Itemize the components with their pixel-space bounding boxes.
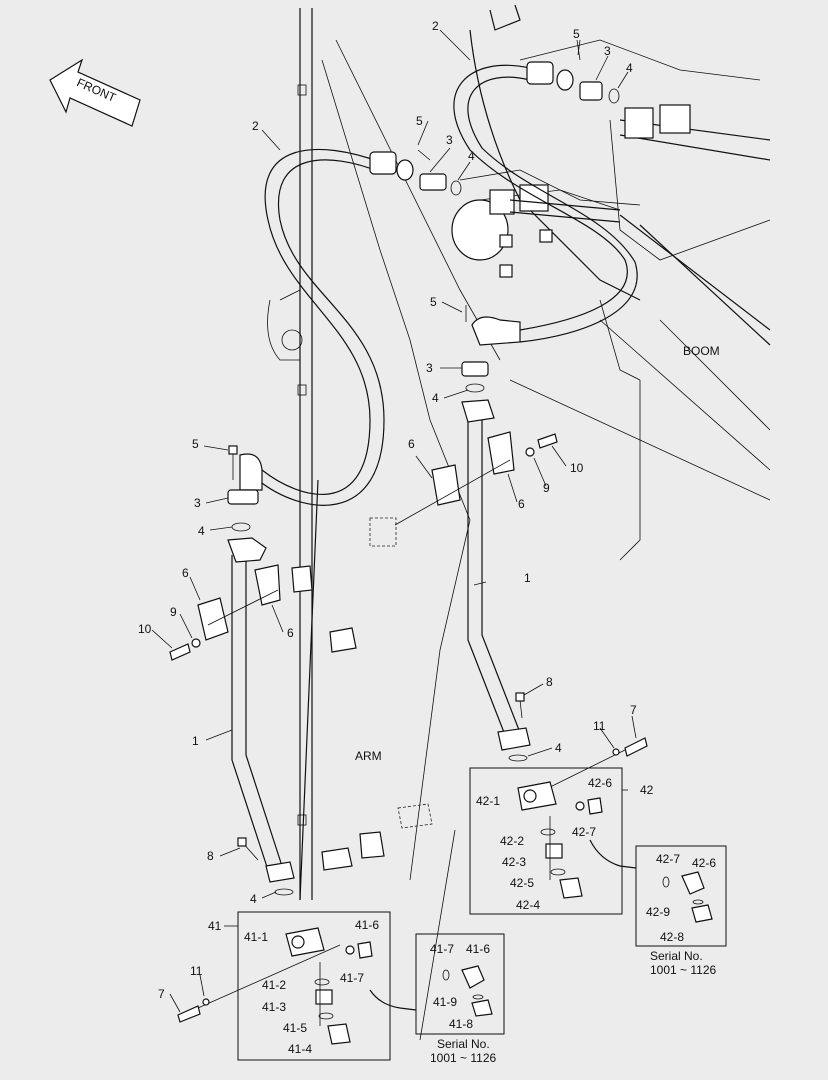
callout-11-right: 11 [593,719,606,733]
upper-hose [453,61,638,346]
callout-5-a: 5 [416,114,423,128]
label-42-5: 42-5 [510,876,534,890]
callout-9-right: 9 [543,481,550,495]
callout-9-left: 9 [170,605,177,619]
callout-8-left: 8 [207,849,214,863]
serial-range-42: 1001 ~ 1126 [650,963,717,977]
label-41-3: 41-3 [262,1000,286,1014]
callout-7-right: 7 [630,703,637,717]
callout-5-d: 5 [192,437,199,451]
label-41-4: 41-4 [288,1042,312,1056]
callout-4-b: 4 [626,61,633,75]
callout-4-a: 4 [468,149,475,163]
callout-6-a: 6 [408,437,415,451]
serial-title-41: Serial No. [437,1037,490,1051]
arm-structure [267,8,501,1041]
label-42-4: 42-4 [516,898,540,912]
arm-label: ARM [355,749,382,763]
left-pipe [227,537,295,883]
serial-title-42: Serial No. [650,949,703,963]
assembly-42-inset [635,845,727,947]
callout-4-c: 4 [432,391,439,405]
callout-10-right: 10 [570,461,584,475]
leader-lines [151,29,637,1013]
small-parts [169,39,648,1023]
label-41-5: 41-5 [283,1021,307,1035]
callout-11-left: 11 [190,964,203,978]
label-42-3: 42-3 [502,855,526,869]
label-41: 41 [208,919,222,933]
callout-4-e: 4 [250,892,257,906]
inset-42-6: 42-6 [692,856,716,870]
callout-3-a: 3 [446,133,453,147]
callouts: 1 1 2 2 3 3 3 3 4 4 4 4 4 4 5 5 5 5 6 6 … [138,19,637,1001]
callout-4-f: 4 [555,741,562,755]
label-41-7: 41-7 [340,971,364,985]
left-hose [239,148,414,506]
label-42-2: 42-2 [500,834,524,848]
assembly-41-inset [415,933,505,1035]
inset-41-9: 41-9 [433,995,457,1009]
serial-range-41: 1001 ~ 1126 [430,1051,497,1065]
label-41-1: 41-1 [244,930,268,944]
callout-3-d: 3 [194,496,201,510]
assembly-41 [237,911,417,1061]
label-42: 42 [640,783,654,797]
callout-8-right: 8 [546,675,553,689]
label-42-7: 42-7 [572,825,596,839]
right-pipe [461,399,531,751]
label-42-1: 42-1 [476,794,500,808]
callout-4-d: 4 [198,524,205,538]
callout-1-right: 1 [524,571,531,585]
callout-1-left: 1 [192,734,199,748]
inset-42-9: 42-9 [646,905,670,919]
boom-label: BOOM [683,344,720,358]
inset-41-6: 41-6 [466,942,490,956]
callout-6-d: 6 [287,626,294,640]
assembly-42-labels: 42 42-1 42-2 42-3 42-4 42-5 42-6 42-7 42… [476,776,717,977]
label-42-6: 42-6 [588,776,612,790]
boom-structure [451,4,771,561]
label-41-6: 41-6 [355,918,379,932]
inset-41-8: 41-8 [449,1017,473,1031]
inset-42-7: 42-7 [656,852,680,866]
label-41-2: 41-2 [262,978,286,992]
callout-7-left: 7 [158,987,165,1001]
callout-5-c: 5 [430,295,437,309]
assembly-41-labels: 41 41-1 41-2 41-3 41-4 41-5 41-6 41-7 41… [208,918,497,1065]
callout-10-left: 10 [138,622,152,636]
callout-5-b: 5 [573,27,580,41]
callout-3-c: 3 [426,361,433,375]
assembly-42 [469,767,637,915]
callout-2-top: 2 [432,19,439,33]
callout-6-c: 6 [182,566,189,580]
inset-41-7: 41-7 [430,942,454,956]
inset-42-8: 42-8 [660,930,684,944]
callout-3-b: 3 [604,44,611,58]
callout-2-left: 2 [252,119,259,133]
front-direction-arrow: FRONT [49,58,141,127]
callout-6-b: 6 [518,497,525,511]
